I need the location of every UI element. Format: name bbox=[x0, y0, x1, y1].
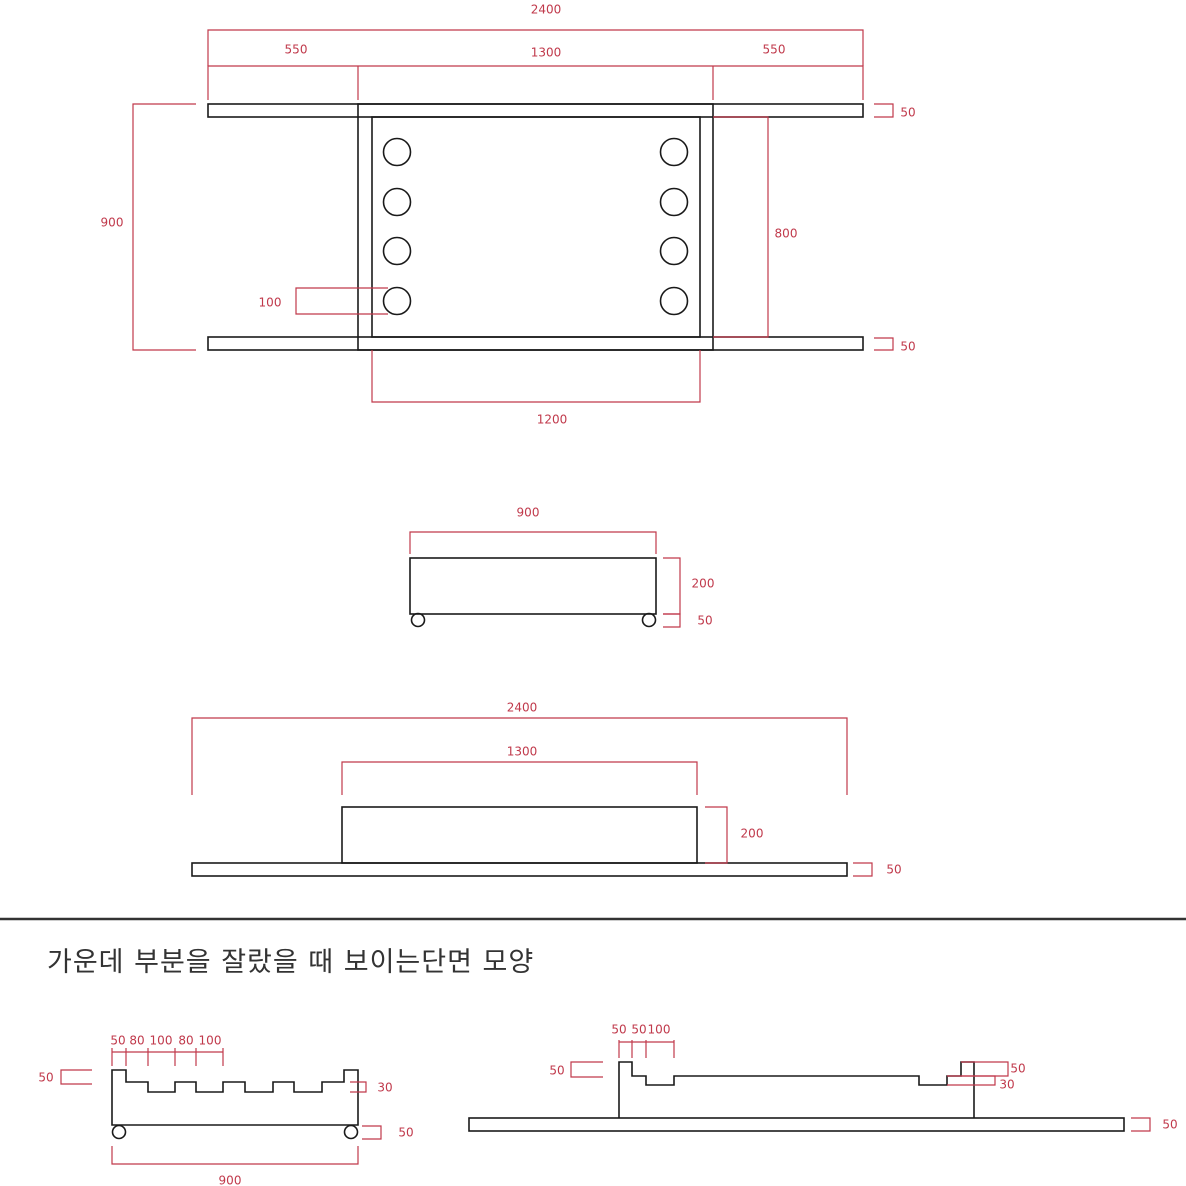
hole-right-4 bbox=[659, 286, 689, 316]
hole-left-1 bbox=[382, 137, 412, 167]
dim-section-width: 900 bbox=[219, 1174, 242, 1186]
dim-line-front-body bbox=[341, 761, 698, 795]
dim-side-width: 900 bbox=[517, 506, 540, 520]
dim-section-step-5: 100 bbox=[199, 1034, 222, 1048]
dim-section-step-3: 100 bbox=[150, 1034, 173, 1048]
dim-section-step-4: 80 bbox=[178, 1034, 193, 1048]
dim-left-wing: 550 bbox=[285, 43, 308, 57]
dim-inner-depth: 800 bbox=[775, 227, 798, 241]
caster-right bbox=[641, 612, 657, 628]
dim-hole-diameter: 100 bbox=[259, 296, 282, 310]
dim-front-base-thickness: 50 bbox=[886, 863, 901, 877]
dim-line-front-overall bbox=[191, 717, 848, 795]
dim-line-right-steps bbox=[618, 1040, 675, 1058]
dim-right-step-2: 50 bbox=[631, 1023, 646, 1037]
section-left-profile bbox=[111, 1069, 359, 1126]
dim-center-width: 1300 bbox=[531, 46, 562, 60]
dim-front-overall-width: 2400 bbox=[507, 701, 538, 715]
section-left-caster-left bbox=[111, 1124, 127, 1140]
dim-line-side-width bbox=[409, 531, 657, 554]
bottom-rail bbox=[207, 336, 864, 351]
dim-right-wing: 550 bbox=[763, 43, 786, 57]
dim-line-right-base bbox=[1131, 1117, 1151, 1132]
section-right-base bbox=[468, 1117, 1125, 1132]
hole-left-4 bbox=[382, 286, 412, 316]
dim-bottom-rail-thickness: 50 bbox=[900, 340, 915, 354]
dim-right-wall-height: 50 bbox=[549, 1064, 564, 1078]
dim-section-step-1: 50 bbox=[110, 1034, 125, 1048]
top-view: 2400 550 1300 550 900 800 1200 100 50 50 bbox=[101, 3, 916, 427]
dim-line-section-caster bbox=[362, 1125, 382, 1140]
dim-line-inner-width bbox=[371, 350, 701, 403]
dim-top-rail-thickness: 50 bbox=[900, 106, 915, 120]
dim-line-bottom-rail bbox=[874, 337, 894, 351]
hole-left-3 bbox=[382, 236, 412, 266]
center-frame-outer bbox=[357, 103, 714, 351]
dim-section-wall-height: 50 bbox=[38, 1071, 53, 1085]
dim-line-depth bbox=[132, 103, 196, 351]
section-caption: 가운데 부분을 잘랐을 때 보이는단면 모양 bbox=[47, 947, 534, 978]
dim-line-section-groove bbox=[350, 1081, 367, 1093]
hole-right-1 bbox=[659, 137, 689, 167]
caster-left bbox=[410, 612, 426, 628]
dim-line-right-step-bottom bbox=[947, 1075, 996, 1086]
section-right: 50 50 100 50 50 30 50 bbox=[468, 1023, 1178, 1132]
dim-line-inner-depth bbox=[713, 116, 769, 338]
dim-line-section-steps bbox=[111, 1048, 224, 1066]
dim-line-side-height bbox=[663, 557, 681, 615]
dim-inner-width: 1200 bbox=[537, 413, 568, 427]
hole-left-2 bbox=[382, 187, 412, 217]
section-left-caster-right bbox=[343, 1124, 359, 1140]
section-left: 50 80 100 80 100 50 30 50 900 bbox=[38, 1034, 413, 1186]
dim-right-base-thickness: 50 bbox=[1162, 1118, 1177, 1132]
dim-section-step-2: 80 bbox=[129, 1034, 144, 1048]
dim-right-step-top: 50 bbox=[1010, 1062, 1025, 1076]
dim-right-step-3: 100 bbox=[648, 1023, 671, 1037]
dim-line-front-base bbox=[853, 862, 873, 877]
dim-line-caster bbox=[663, 613, 681, 628]
dim-right-step-1: 50 bbox=[611, 1023, 626, 1037]
dim-depth: 900 bbox=[101, 216, 124, 230]
dim-front-body-height: 200 bbox=[741, 827, 764, 841]
dim-line-front-height bbox=[705, 806, 728, 864]
dim-line-right-step-top bbox=[961, 1061, 1009, 1077]
dim-section-caster-height: 50 bbox=[398, 1126, 413, 1140]
dim-line-top-rail bbox=[874, 103, 894, 118]
hole-right-3 bbox=[659, 236, 689, 266]
dim-overall-width: 2400 bbox=[531, 3, 562, 17]
dim-front-body-width: 1300 bbox=[507, 745, 538, 759]
dim-line-overall-width bbox=[207, 29, 864, 66]
dim-line-right-wall bbox=[570, 1061, 603, 1078]
front-body bbox=[341, 806, 698, 864]
front-view: 2400 1300 200 50 bbox=[191, 701, 902, 877]
dim-line-section-wall bbox=[60, 1069, 92, 1085]
dim-caster-height: 50 bbox=[697, 614, 712, 628]
dim-section-groove-depth: 30 bbox=[377, 1081, 392, 1095]
hole-right-2 bbox=[659, 187, 689, 217]
dim-line-section-width bbox=[111, 1146, 359, 1165]
top-rail bbox=[207, 103, 864, 118]
front-base bbox=[191, 862, 848, 877]
section-right-profile bbox=[618, 1061, 975, 1118]
dim-line-hole bbox=[295, 287, 388, 315]
side-body bbox=[409, 557, 657, 615]
dim-line-segments bbox=[207, 65, 864, 100]
side-view: 900 200 50 bbox=[409, 506, 715, 628]
dim-side-body-height: 200 bbox=[692, 577, 715, 591]
center-frame-inner bbox=[371, 116, 701, 338]
dim-right-step-bottom: 30 bbox=[999, 1078, 1014, 1092]
